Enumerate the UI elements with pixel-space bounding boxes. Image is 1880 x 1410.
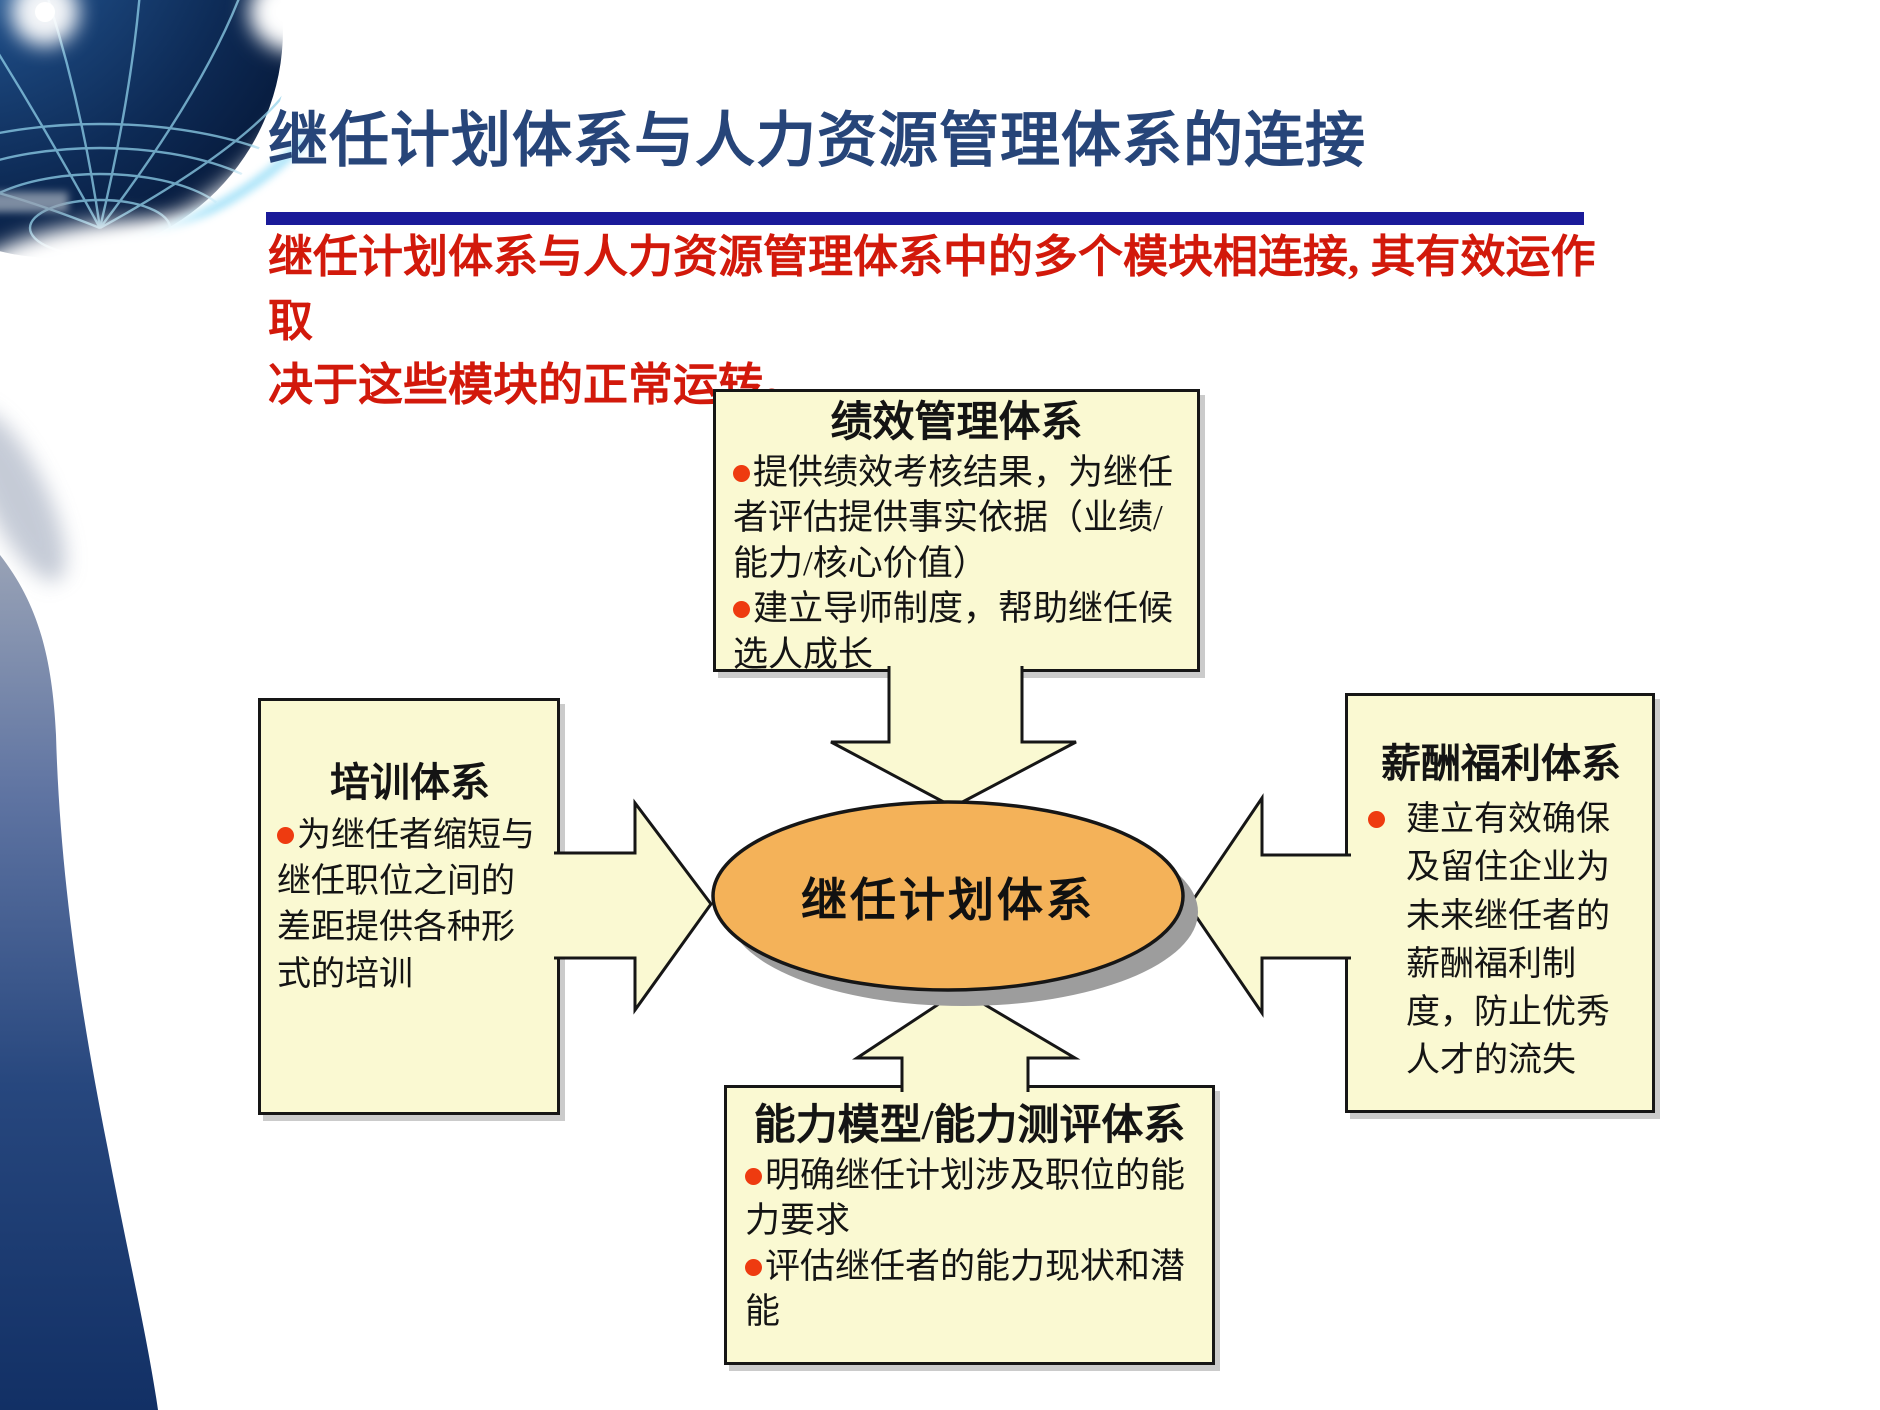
bullet-dot-icon [733,601,750,618]
bullet-text: 提供绩效考核结果，为继任者评估提供事实依据（业绩/能力/核心价值） [733,452,1174,583]
gray-streak [0,408,66,582]
page-title: 继任计划体系与人力资源管理体系的连接 [268,108,1366,174]
bullet-text: 为继任者缩短与继任职位之间的差距提供各种形式的培训 [277,817,535,993]
bullet-item: 建立有效确保及留住企业为未来继任者的薪酬福利制度，防止优秀人才的流失 [1360,796,1642,1086]
globe-graphic [0,0,350,390]
center-ellipse-label: 继任计划体系 [801,875,1095,926]
bullet-item: 建立导师制度，帮助继任候选人成长 [733,586,1180,677]
box-performance: 绩效管理体系 提供绩效考核结果，为继任者评估提供事实依据（业绩/能力/核心价值）… [713,389,1200,674]
side-band [0,555,158,1410]
box-compensation: 薪酬福利体系 建立有效确保及留住企业为未来继任者的薪酬福利制度，防止优秀人才的流… [1345,693,1655,1113]
bullet-item: 评估继任者的能力现状和潜能 [745,1244,1194,1335]
bullet-text: 建立有效确保及留住企业为未来继任者的薪酬福利制度，防止优秀人才的流失 [1406,801,1610,1080]
bullet-dot-icon [745,1258,762,1276]
bullet-item: 提供绩效考核结果，为继任者评估提供事实依据（业绩/能力/核心价值） [733,450,1180,587]
globe-glow [11,0,79,46]
intro-line-1: 继任计划体系与人力资源管理体系中的多个模块相连接, 其有效运作取 [268,232,1596,346]
bullet-text: 建立导师制度，帮助继任候选人成长 [733,589,1174,674]
box-performance-title: 绩效管理体系 [830,400,1083,446]
bullet-item: 为继任者缩短与继任职位之间的差距提供各种形式的培训 [277,813,543,998]
bullet-dot-icon [1368,811,1385,828]
box-compensation-title: 薪酬福利体系 [1381,741,1621,786]
bullet-text: 明确继任计划涉及职位的能力要求 [745,1155,1186,1241]
bullet-text: 评估继任者的能力现状和潜能 [745,1246,1186,1332]
box-training-title: 培训体系 [330,760,490,805]
bullet-dot-icon [733,464,750,482]
bullet-dot-icon [277,827,294,844]
bullet-dot-icon [745,1167,762,1185]
title-underline [266,212,1584,225]
bullet-item: 明确继任计划涉及职位的能力要求 [745,1153,1194,1244]
box-training: 培训体系 为继任者缩短与继任职位之间的差距提供各种形式的培训 [258,698,560,1115]
box-competency: 能力模型/能力测评体系 明确继任计划涉及职位的能力要求 评估继任者的能力现状和潜… [724,1085,1215,1365]
box-competency-title: 能力模型/能力测评体系 [753,1103,1186,1149]
